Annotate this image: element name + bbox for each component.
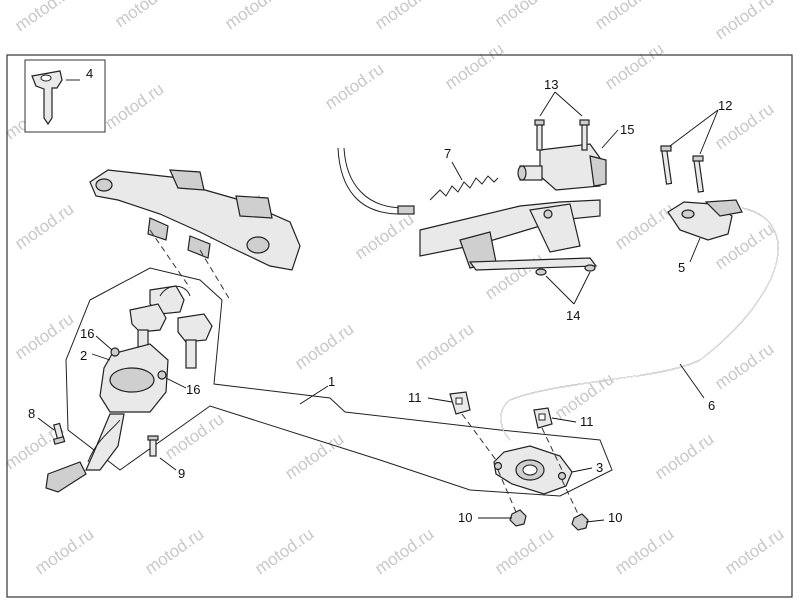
callout-8: 8 bbox=[28, 406, 35, 421]
watermark: motod.ru bbox=[371, 524, 437, 578]
watermark: motod.ru bbox=[651, 429, 717, 483]
watermark: motod.ru bbox=[141, 524, 207, 578]
nut-10-left bbox=[509, 509, 527, 527]
callout-4: 4 bbox=[86, 66, 93, 81]
watermark: motod.ru bbox=[591, 0, 657, 33]
watermark: motod.ru bbox=[491, 0, 557, 31]
callout-12: 12 bbox=[718, 98, 732, 113]
watermark: motod.ru bbox=[441, 39, 507, 93]
top-yoke-plate bbox=[89, 169, 301, 271]
watermark: motod.ru bbox=[251, 524, 317, 578]
clip-11-left bbox=[449, 391, 471, 415]
watermark: motod.ru bbox=[601, 39, 667, 93]
watermark: motod.ru bbox=[291, 319, 357, 373]
callout-13: 13 bbox=[544, 77, 558, 92]
solenoid-15 bbox=[517, 143, 607, 191]
watermark: motod.ru bbox=[101, 79, 167, 133]
watermark: motod.ru bbox=[721, 524, 787, 578]
callout-10-left: 10 bbox=[458, 510, 472, 525]
screw-9 bbox=[147, 435, 159, 457]
clip-11-right bbox=[533, 407, 553, 429]
key-hole-icon bbox=[40, 74, 52, 82]
callout-2: 2 bbox=[80, 348, 87, 363]
callout-1: 1 bbox=[328, 374, 335, 389]
yoke-guide-line bbox=[149, 229, 191, 289]
spring-7 bbox=[429, 175, 499, 201]
diagram-frame bbox=[6, 54, 793, 598]
watermark: motod.ru bbox=[491, 524, 557, 578]
callout-9: 9 bbox=[178, 466, 185, 481]
assembly-guide-line bbox=[561, 479, 579, 515]
watermark: motod.ru bbox=[221, 0, 287, 33]
key-inset: 4 bbox=[24, 59, 106, 133]
bolts-12 bbox=[660, 145, 705, 193]
release-cable-6-inner bbox=[500, 207, 779, 441]
key-inset-frame bbox=[24, 59, 106, 133]
watermark: motod.ru bbox=[281, 429, 347, 483]
assembly-guide-line bbox=[541, 427, 563, 471]
watermark-layer: motod.ru motod.ru motod.ru motod.ru moto… bbox=[1, 0, 787, 578]
callout-15: 15 bbox=[620, 122, 634, 137]
screws-13 bbox=[534, 119, 590, 151]
callout-16-left: 16 bbox=[80, 326, 94, 341]
assembly-guide-line bbox=[461, 413, 497, 461]
yoke-guide-line bbox=[199, 249, 231, 301]
watermark: motod.ru bbox=[11, 309, 77, 363]
watermark: motod.ru bbox=[11, 0, 77, 35]
watermark: motod.ru bbox=[371, 0, 437, 33]
callout-11-left: 11 bbox=[408, 390, 422, 405]
callout-16-right: 16 bbox=[186, 382, 200, 397]
callout-14: 14 bbox=[566, 308, 580, 323]
assembly-guide-line bbox=[497, 469, 517, 513]
watermark: motod.ru bbox=[411, 319, 477, 373]
ignition-group-outline bbox=[65, 267, 613, 497]
watermark: motod.ru bbox=[611, 524, 677, 578]
seat-lock-mechanism bbox=[337, 147, 601, 276]
leader-lines bbox=[37, 79, 719, 523]
callout-10-right: 10 bbox=[608, 510, 622, 525]
key-icon bbox=[31, 70, 63, 126]
watermark: motod.ru bbox=[611, 199, 677, 253]
ignition-switch bbox=[45, 285, 213, 493]
callout-6: 6 bbox=[708, 398, 715, 413]
washer-16-left bbox=[110, 347, 120, 357]
watermark: motod.ru bbox=[351, 209, 417, 263]
watermark: motod.ru bbox=[711, 0, 777, 43]
lock-plate-3 bbox=[493, 445, 573, 495]
callout-5: 5 bbox=[678, 260, 685, 275]
washer-16-right bbox=[157, 370, 167, 380]
watermark: motod.ru bbox=[11, 199, 77, 253]
nut-10-right bbox=[571, 513, 589, 531]
cable-lock-5 bbox=[667, 199, 743, 241]
watermark: motod.ru bbox=[31, 524, 97, 578]
callout-3: 3 bbox=[596, 460, 603, 475]
callout-7: 7 bbox=[444, 146, 451, 161]
screw-8 bbox=[52, 422, 66, 445]
callout-11-right: 11 bbox=[580, 414, 594, 429]
watermark: motod.ru bbox=[321, 59, 387, 113]
watermark: motod.ru bbox=[111, 0, 177, 31]
watermark: motod.ru bbox=[711, 339, 777, 393]
